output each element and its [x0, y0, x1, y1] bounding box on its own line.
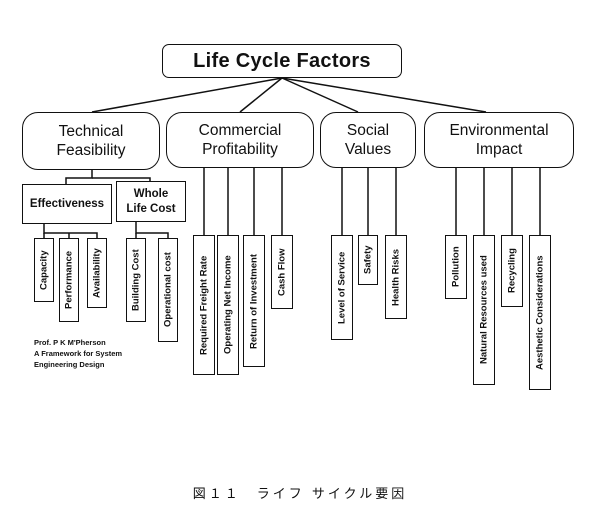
leaf-cash-flow: Cash Flow	[271, 235, 293, 309]
category-label-line: Profitability	[202, 141, 278, 158]
leaf-safety: Safety	[358, 235, 378, 285]
leaf-label: Level of Service	[336, 251, 348, 324]
subcategory-whole-life-cost: Whole Life Cost	[116, 181, 186, 222]
subcategory-label: Effectiveness	[29, 197, 105, 210]
leaf-label: Building Cost	[130, 249, 142, 311]
leaf-label: Natural Resources used	[478, 255, 490, 365]
credit-line: A Framework for System	[34, 349, 123, 358]
category-label-line: Social	[346, 121, 390, 139]
leaf-performance: Performance	[59, 238, 79, 322]
category-technical-feasibility: Technical Feasibility	[22, 112, 160, 170]
category-label-line: Feasibility	[56, 142, 126, 159]
leaf-aesthetic-considerations: Aesthetic Considerations	[529, 235, 551, 390]
leaf-health-risks: Health Risks	[385, 235, 407, 319]
leaf-label: Safety	[362, 245, 374, 275]
leaf-building-cost: Building Cost	[126, 238, 146, 322]
leaf-pollution: Pollution	[445, 235, 467, 299]
credit-line: Prof. P K M'Pherson	[34, 338, 106, 347]
category-label-line: Environmental	[449, 121, 549, 139]
leaf-return-of-investment: Return of Investment	[243, 235, 265, 367]
root-node: Life Cycle Factors	[162, 44, 402, 78]
leaf-operational-cost: Operational cost	[158, 238, 178, 342]
credit-line: Engineering Design	[34, 360, 105, 369]
leaf-recycling: Recycling	[501, 235, 523, 307]
category-commercial-profitability: Commercial Profitability	[166, 112, 314, 168]
leaf-availability: Availability	[87, 238, 107, 308]
subcategory-label-line: Whole	[133, 188, 169, 201]
subcategory-effectiveness: Effectiveness	[22, 184, 112, 224]
leaf-label: Performance	[63, 250, 75, 310]
category-label-line: Commercial	[198, 121, 282, 139]
leaf-label: Aesthetic Considerations	[534, 255, 546, 370]
leaf-label: Operational cost	[162, 252, 174, 328]
leaf-capacity: Capacity	[34, 238, 54, 302]
leaf-level-of-service: Level of Service	[331, 235, 353, 340]
category-label-line: Technical	[58, 122, 124, 140]
leaf-label: Required Freight Rate	[198, 255, 210, 355]
leaf-label: Availability	[91, 248, 103, 298]
leaf-label: Capacity	[38, 250, 50, 290]
leaf-required-freight-rate: Required Freight Rate	[193, 235, 215, 375]
category-label-line: Impact	[475, 141, 523, 158]
leaf-label: Operating Net Income	[222, 255, 234, 355]
leaf-natural-resources-used: Natural Resources used	[473, 235, 495, 385]
leaf-label: Return of Investment	[248, 253, 260, 349]
root-label: Life Cycle Factors	[193, 49, 371, 72]
leaf-label: Pollution	[450, 246, 462, 288]
credit-note: Prof. P K M'Pherson A Framework for Syst…	[34, 337, 122, 370]
leaf-label: Recycling	[506, 248, 518, 294]
leaf-label: Health Risks	[390, 248, 402, 306]
subcategory-label-line: Life Cost	[126, 202, 176, 215]
category-social-values: Social Values	[320, 112, 416, 168]
leaf-label: Cash Flow	[276, 248, 288, 296]
category-environmental-impact: Environmental Impact	[424, 112, 574, 168]
figure-caption: 図１１ ライフ サイクル要因	[192, 487, 408, 502]
category-label-line: Values	[344, 141, 392, 158]
leaf-operating-net-income: Operating Net Income	[217, 235, 239, 375]
